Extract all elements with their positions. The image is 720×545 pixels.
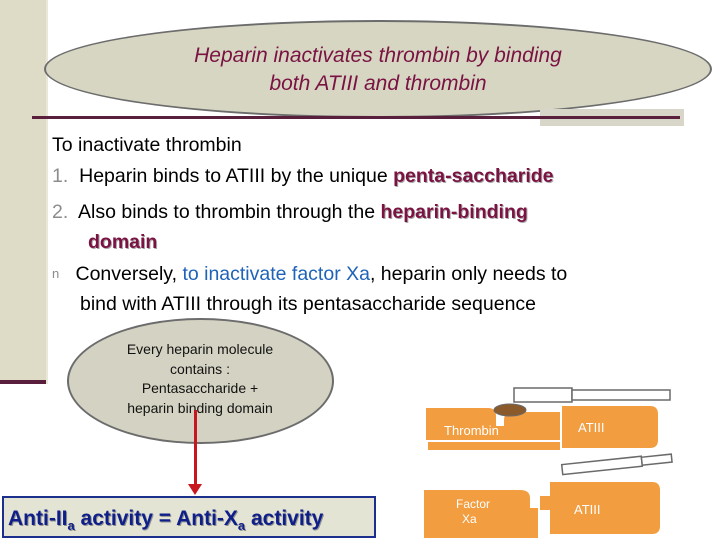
info-line-3: Pentasaccharide + bbox=[141, 380, 259, 396]
binding-diagram-svg: Thrombin ATIII Factor Xa ATIII bbox=[424, 387, 673, 538]
heparin-strand-segment bbox=[640, 453, 673, 467]
result-part-3: activity bbox=[245, 507, 324, 530]
list-item-2-continuation: domain bbox=[88, 231, 157, 254]
bullet-marker: n bbox=[52, 266, 60, 281]
heparin-strand-segment bbox=[560, 455, 644, 476]
result-subscript-1: a bbox=[67, 518, 75, 534]
list-number: 1. bbox=[52, 165, 69, 187]
bullet-text: Conversely, bbox=[75, 263, 183, 285]
result-part-1: Anti-II bbox=[8, 507, 68, 530]
result-equation: Anti-IIa activity = Anti-Xa activity bbox=[8, 507, 323, 533]
intro-line: To inactivate thrombin bbox=[52, 134, 242, 156]
info-text: Every heparin molecule contains : Pentas… bbox=[100, 340, 300, 418]
bullet-text-end: , heparin only needs to bbox=[369, 263, 568, 285]
thrombin-shape bbox=[428, 442, 560, 450]
bullet-continuation: bind with ATIII through its pentasacchar… bbox=[80, 293, 537, 315]
factor-label: Factor bbox=[456, 497, 490, 511]
slide-title: Heparin inactivates thrombin by binding … bbox=[60, 42, 696, 98]
list-number: 2. bbox=[52, 201, 69, 223]
bullet-item: n Conversely, to inactivate factor Xa, h… bbox=[52, 263, 567, 286]
atiii-shape bbox=[540, 482, 660, 534]
list-text: Heparin binds to ATIII by the unique bbox=[79, 165, 394, 187]
title-rule bbox=[32, 116, 680, 119]
info-line-1: Every heparin molecule bbox=[126, 341, 274, 357]
factor-xa-shape bbox=[424, 490, 538, 538]
thrombin-label: Thrombin bbox=[444, 423, 499, 438]
bullet-blue-text: to inactivate factor Xa bbox=[182, 263, 370, 285]
title-ellipse bbox=[44, 20, 712, 118]
info-line-2: contains : bbox=[170, 360, 230, 377]
heparin-strand-segment bbox=[571, 389, 671, 401]
sidebar-divider bbox=[46, 0, 48, 384]
title-line-2: both ATIII and thrombin bbox=[269, 72, 487, 95]
highlight-term: penta-saccharide bbox=[393, 165, 554, 187]
highlight-term: domain bbox=[88, 231, 158, 253]
atiii-shape bbox=[562, 406, 658, 448]
arrow-down-icon bbox=[188, 484, 202, 495]
atiii-label: ATIII bbox=[578, 420, 604, 435]
list-text: Also binds to thrombin through the bbox=[78, 201, 381, 223]
heparin-strand-segment bbox=[513, 387, 573, 403]
highlight-term: heparin-binding bbox=[380, 201, 528, 223]
result-box bbox=[2, 496, 376, 538]
info-ellipse bbox=[67, 318, 334, 444]
list-item-1: 1. Heparin binds to ATIII by the unique … bbox=[52, 165, 554, 188]
sidebar-decoration bbox=[0, 0, 46, 380]
atiii-label: ATIII bbox=[574, 502, 600, 517]
binding-diagram: Thrombin ATIII Factor Xa ATIII bbox=[410, 378, 720, 540]
factor-xa-label: Xa bbox=[462, 512, 477, 526]
thrombin-shape bbox=[426, 408, 560, 440]
arrow-shaft bbox=[194, 410, 197, 486]
list-item-2: 2. Also binds to thrombin through the he… bbox=[52, 201, 528, 224]
binding-site-icon bbox=[493, 403, 527, 417]
info-line-4: heparin binding domain bbox=[127, 399, 273, 416]
sidebar-bottom-rule bbox=[0, 380, 46, 384]
result-subscript-2: a bbox=[237, 518, 246, 534]
title-line-1: Heparin inactivates thrombin by binding bbox=[194, 44, 562, 67]
result-part-2: activity = Anti-X bbox=[74, 507, 238, 530]
